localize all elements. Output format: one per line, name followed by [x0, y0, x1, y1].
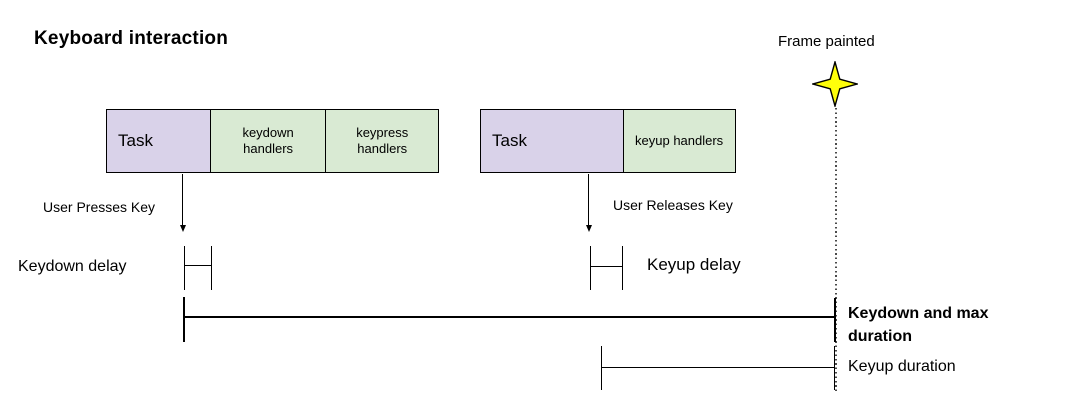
- task-box-keydown: Task: [106, 109, 211, 173]
- user-presses-arrow-line: [182, 174, 184, 225]
- keydown-handlers-label: keydown handlers: [242, 125, 294, 156]
- keydown-task-block: Task keydown handlers keypress handlers: [106, 109, 440, 173]
- user-releases-key-label: User Releases Key: [613, 197, 733, 213]
- task-label: Task: [118, 131, 153, 150]
- diagram-title: Keyboard interaction: [34, 28, 229, 49]
- frame-painted-star-icon: [810, 59, 860, 109]
- star-shape: [810, 59, 860, 109]
- user-releases-arrowhead-icon: [585, 225, 592, 232]
- keyup-delay-label: Keyup delay: [647, 255, 741, 274]
- keydown-delay-label: Keydown delay: [18, 258, 127, 275]
- user-presses-key-label: User Presses Key: [43, 199, 156, 215]
- keypress-handlers-box: keypress handlers: [325, 109, 440, 173]
- keydown-handlers-box: keydown handlers: [209, 109, 327, 173]
- keydown-duration-tick-left: [183, 297, 186, 342]
- keyup-delay-tick-right: [622, 246, 624, 290]
- frame-painted-dotted-line: [835, 108, 837, 393]
- keyup-task-block: Task keyup handlers: [480, 109, 736, 173]
- keydown-duration-tick-right: [833, 298, 836, 342]
- keyup-duration-label: Keyup duration: [848, 358, 956, 375]
- keydown-duration-label: Keydown and max duration: [848, 305, 989, 345]
- frame-painted-label: Frame painted: [778, 33, 875, 50]
- task-box-keyup: Task: [480, 109, 624, 173]
- keydown-delay-tick-right: [211, 246, 213, 290]
- keyup-duration-line: [601, 367, 835, 369]
- keypress-handlers-label: keypress handlers: [356, 125, 409, 156]
- user-presses-arrowhead-icon: [179, 225, 186, 232]
- keyup-handlers-label: keyup handlers: [635, 133, 724, 148]
- keydown-duration-line: [184, 316, 835, 319]
- keyup-delay-tick-left: [590, 246, 592, 290]
- keyup-handlers-box: keyup handlers: [622, 109, 736, 173]
- user-releases-arrow-line: [588, 174, 590, 225]
- task-label: Task: [492, 131, 527, 150]
- keydown-delay-tick-left: [184, 246, 186, 290]
- keydown-delay-connector: [184, 265, 212, 267]
- keyup-delay-connector: [590, 266, 623, 268]
